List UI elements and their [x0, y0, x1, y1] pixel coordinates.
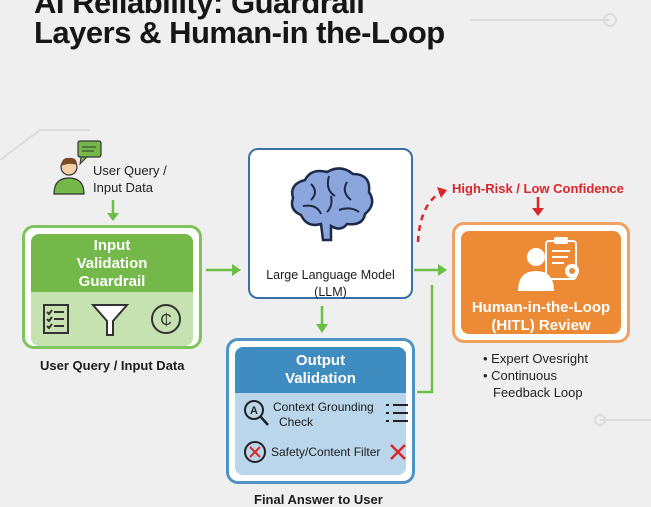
- svg-text:A: A: [250, 405, 258, 417]
- hitl-review: Human-in-the-Loop(HITL) Review: [452, 222, 630, 343]
- magnifier-icon: A: [244, 400, 269, 426]
- input-caption: User Query / Input Data: [40, 358, 185, 373]
- brain-icon: [290, 167, 373, 242]
- title-line-1: AI Reliability: Guardrail: [34, 0, 365, 20]
- llm-box: Large Language Model (LLM): [248, 148, 413, 299]
- token-icon: ₵: [151, 304, 182, 334]
- dashed-escalation-arrow: [416, 191, 441, 243]
- line-output-to-hitl: [417, 285, 434, 394]
- user-icon: [53, 140, 102, 195]
- list-icon: [386, 404, 408, 422]
- red-x-icon: [390, 444, 406, 460]
- llm-label-1: Large Language Model: [266, 268, 395, 282]
- escalation-label: High-Risk / Low Confidence: [452, 181, 624, 196]
- title-line-2: Layers & Human-in the-Loop: [34, 15, 445, 50]
- reviewer-icon: [518, 237, 579, 291]
- red-arrow-down: [532, 208, 544, 216]
- safety-content-filter: Safety/Content Filter: [271, 445, 381, 459]
- hitl-bullets: • Expert Ovesright • Continuous Feedback…: [483, 351, 588, 400]
- user-query-label: User Query /Input Data: [93, 163, 167, 195]
- funnel-icon: [90, 304, 129, 336]
- x-circle-icon: [244, 441, 266, 463]
- svg-text:₵: ₵: [161, 312, 173, 329]
- llm-label-2: (LLM): [314, 285, 347, 299]
- checklist-icon: [42, 304, 69, 334]
